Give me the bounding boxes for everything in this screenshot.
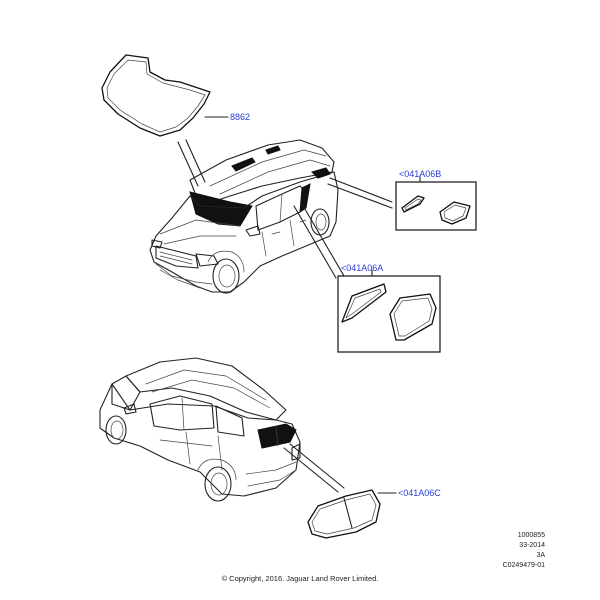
windscreen-pointer-1 bbox=[177, 141, 199, 187]
rear-quarter-glass-part-2[interactable] bbox=[439, 201, 471, 225]
windscreen-part[interactable] bbox=[101, 54, 211, 137]
callout-backlight[interactable]: <041A06C bbox=[398, 488, 441, 498]
meta-line-1: 1000855 bbox=[517, 532, 545, 539]
rear-door-glass-part-2[interactable] bbox=[389, 293, 437, 341]
callout-rear-door-glass[interactable]: <041A06A bbox=[341, 263, 384, 273]
rear-quarter-pointer-1 bbox=[327, 183, 393, 209]
copyright-text: © Copyright, 2016. Jaguar Land Rover Lim… bbox=[221, 574, 379, 583]
windscreen-pointer-2 bbox=[185, 139, 206, 183]
callout-windscreen[interactable]: 8862 bbox=[230, 112, 251, 122]
rear-quarter-pointer-2 bbox=[329, 177, 393, 203]
rear-car bbox=[99, 357, 301, 502]
meta-line-3: 3A bbox=[536, 552, 545, 559]
callout-rear-quarter-glass[interactable]: <041A06B bbox=[399, 169, 442, 179]
rear-quarter-glass-part-1[interactable] bbox=[401, 195, 425, 213]
meta-line-2: 33-2014 bbox=[519, 542, 545, 549]
rear-door-glass-part-1[interactable] bbox=[341, 283, 387, 323]
backlight-pointer-1 bbox=[283, 447, 339, 493]
front-car bbox=[149, 139, 339, 294]
backlight-pointer-2 bbox=[289, 443, 345, 489]
rear-door-pointer-2 bbox=[301, 203, 345, 277]
rear-door-pointer-1 bbox=[293, 205, 337, 279]
meta-line-4: C0249479-01 bbox=[502, 562, 545, 569]
backlight-part[interactable] bbox=[307, 489, 381, 539]
